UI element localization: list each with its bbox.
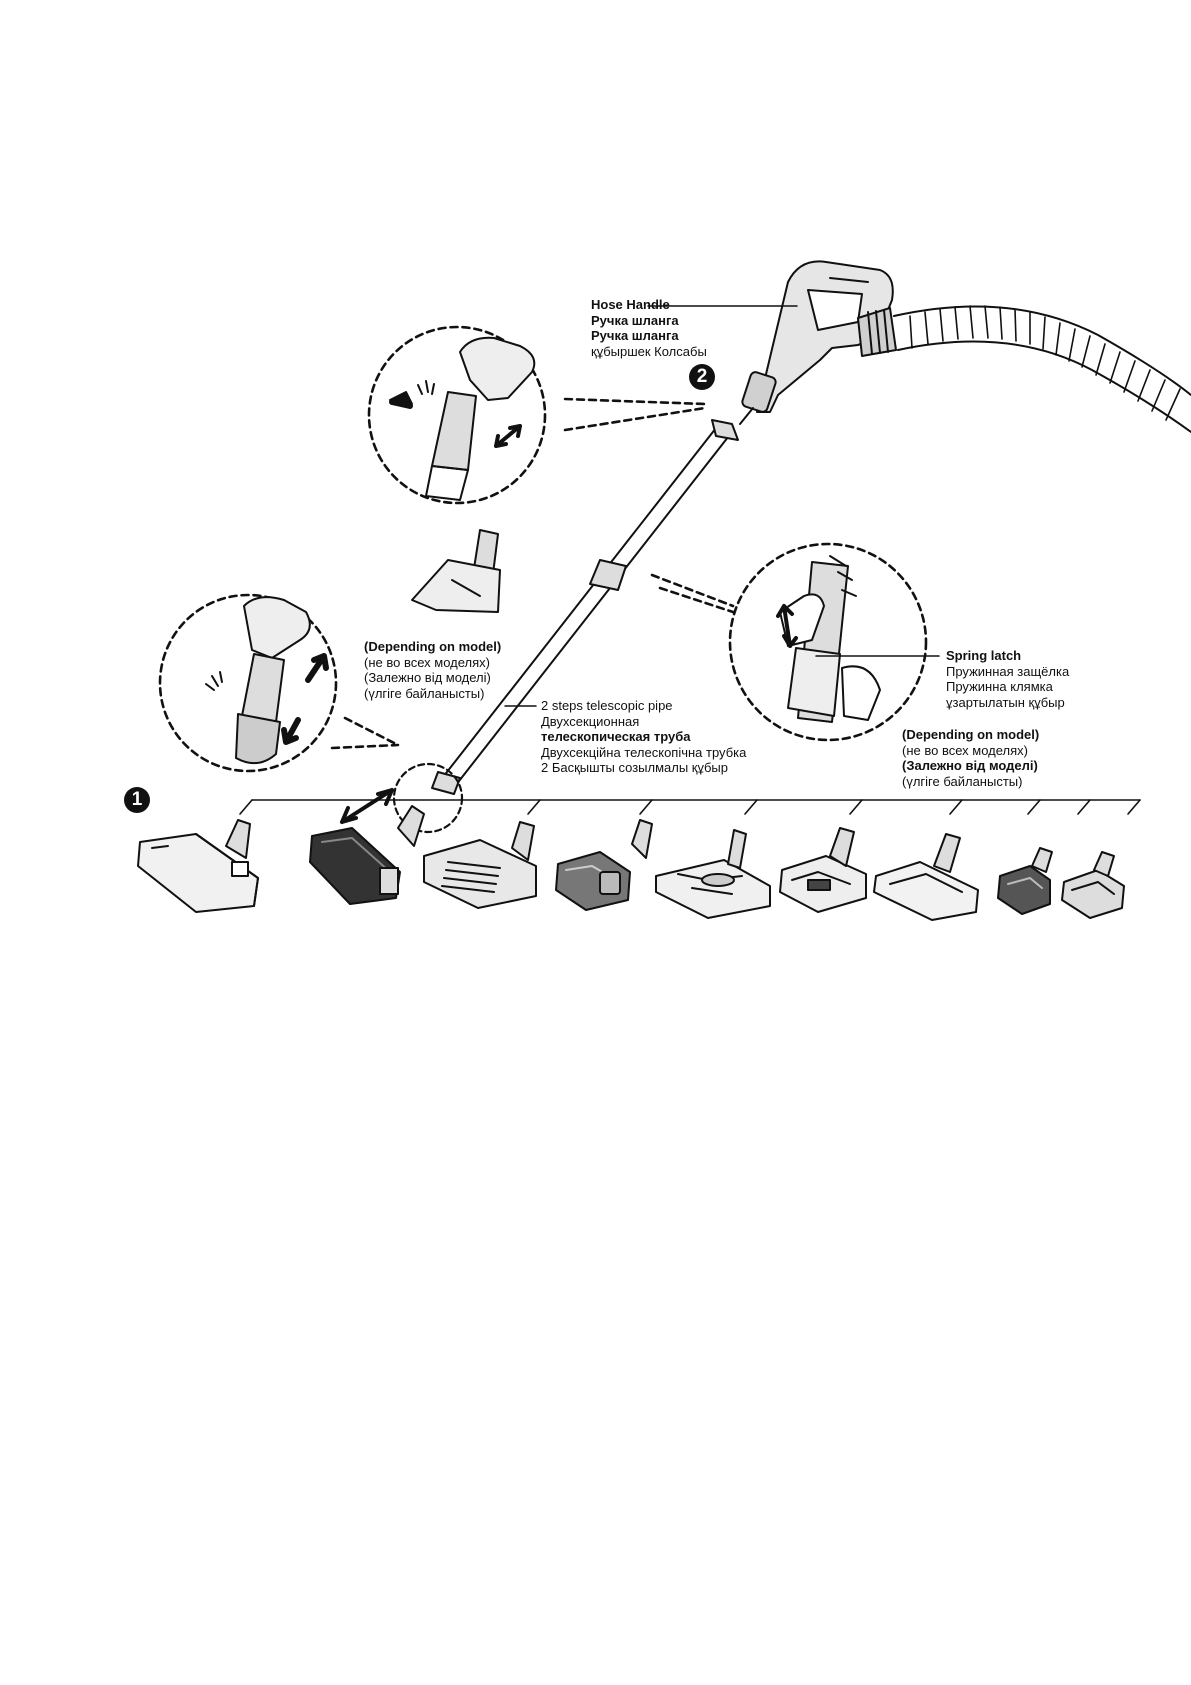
crevice-tool-icon — [411, 529, 501, 613]
nozzle-4-icon — [555, 819, 653, 911]
hose-handle-label: Hose Handle Ручка шланга Ручка шланга құ… — [591, 297, 707, 359]
telescopic-pipe-en: 2 steps telescopic pipe — [541, 698, 673, 713]
spring-latch-label: Spring latch Пружинная защёлка Пружинна … — [946, 648, 1069, 710]
telescopic-pipe-ru-2: телескопическая труба — [541, 729, 691, 744]
telescopic-pipe-uk: Двухсекційна телескопічна трубка — [541, 744, 747, 760]
nozzle-5-icon — [655, 829, 771, 919]
spring-latch-kk: ұзартылатын құбыр — [946, 694, 1065, 710]
spring-latch-ru: Пружинная защёлка — [946, 663, 1070, 679]
depending-model-left-label: (Depending on model) (не во всех моделях… — [364, 639, 501, 701]
nozzle-3-icon — [423, 821, 537, 909]
spring-latch-callout — [650, 542, 928, 742]
hose-icon — [893, 305, 1191, 433]
nozzle-1-icon — [137, 819, 259, 913]
step-1-marker: 1 — [124, 787, 150, 813]
pipe-joint-callout — [340, 762, 464, 834]
telescopic-pipe-icon — [431, 407, 754, 795]
nozzle-connection-callout — [158, 593, 400, 773]
hose-handle-ru: Ручка шланга — [591, 312, 679, 328]
hose-handle-kk: құбыршек Колсабы — [591, 343, 707, 359]
nozzle-9-icon — [1061, 851, 1125, 919]
nozzle-2-icon — [309, 805, 425, 905]
telescopic-pipe-label: 2 steps telescopic pipe Двухсекционная т… — [541, 698, 746, 776]
depending-right-uk: (Залежно від моделі) — [902, 758, 1038, 773]
depending-left-ru: (не во всех моделях) — [364, 654, 490, 670]
hose-connection-callout — [367, 325, 707, 505]
depending-left-uk: (Залежно від моделі) — [364, 670, 491, 685]
depending-model-right-label: (Depending on model) (не во всех моделях… — [902, 727, 1039, 789]
depending-left-en: (Depending on model) — [364, 639, 502, 654]
telescopic-pipe-ru-1: Двухсекционная — [541, 713, 640, 729]
step-2-marker: 2 — [689, 364, 715, 390]
depending-right-kk: (үлгіге байланысты) — [902, 773, 1023, 789]
depending-right-ru: (не во всех моделях) — [902, 742, 1028, 758]
nozzle-6-icon — [779, 827, 867, 913]
floor-line — [239, 799, 1141, 815]
depending-left-kk: (үлгіге байланысты) — [364, 685, 485, 701]
hose-handle-en: Hose Handle — [591, 297, 670, 312]
hose-handle-icon — [741, 260, 897, 413]
nozzle-7-icon — [873, 833, 979, 921]
spring-latch-uk: Пружинна клямка — [946, 679, 1053, 694]
spring-latch-en: Spring latch — [946, 648, 1022, 663]
depending-right-en: (Depending on model) — [902, 727, 1040, 742]
nozzle-8-icon — [997, 847, 1053, 915]
telescopic-pipe-kk: 2 Басқышты созылмалы құбыр — [541, 760, 729, 775]
hose-handle-uk: Ручка шланга — [591, 328, 679, 343]
